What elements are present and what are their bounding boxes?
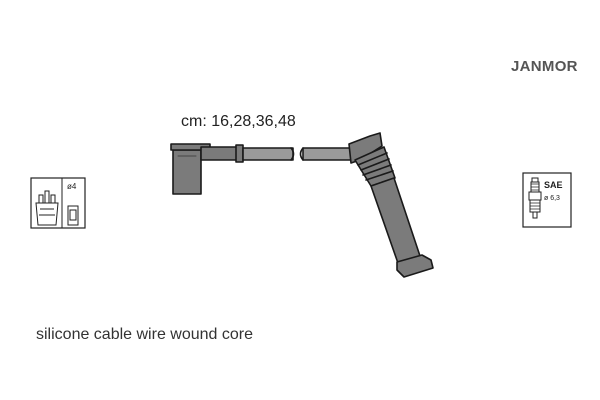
cable-lengths-label: cm: 16,28,36,48 <box>181 113 296 130</box>
spark-plug-boot <box>348 132 434 278</box>
plug-sae-label: SAE <box>544 180 563 190</box>
spark-plug-icon: SAE ø 6,3 <box>522 172 572 228</box>
distributor-cap-icon: ø4 <box>30 177 86 229</box>
cable-segment-right <box>299 147 352 161</box>
product-description: silicone cable wire wound core <box>36 326 253 343</box>
distributor-boot <box>170 143 244 195</box>
brand-name: JANMOR <box>511 58 578 75</box>
distributor-pin-label: ø4 <box>67 182 77 191</box>
cable-segment-left <box>242 147 295 161</box>
plug-diameter-label: ø 6,3 <box>544 195 560 202</box>
